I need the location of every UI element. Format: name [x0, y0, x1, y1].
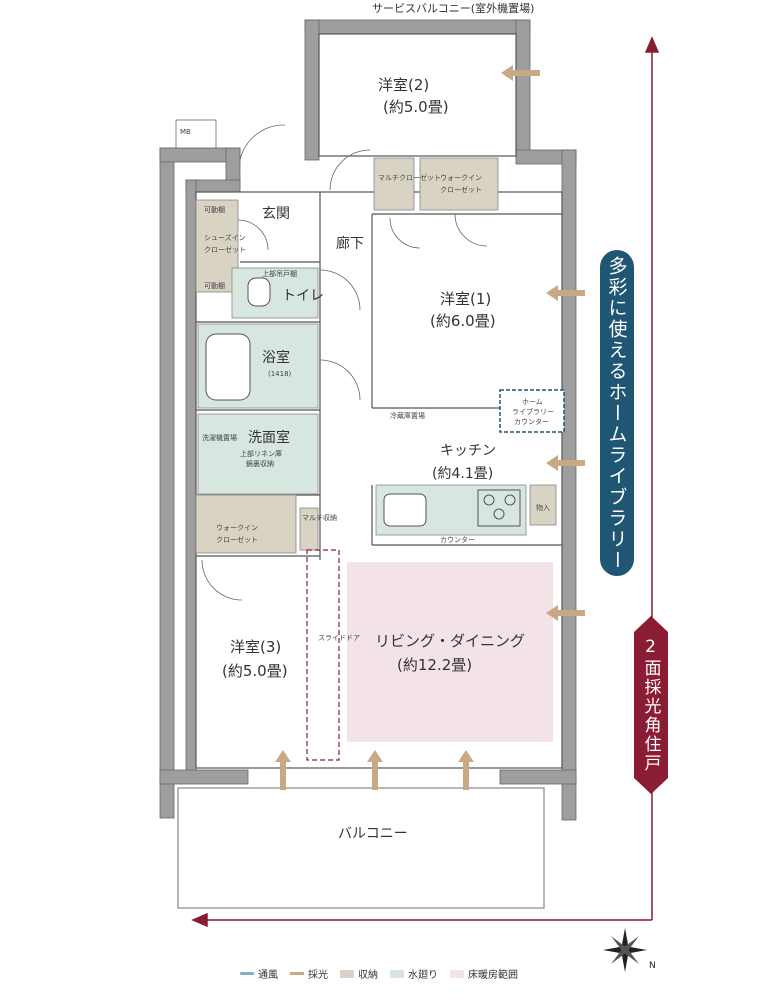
label-mb: MB: [180, 128, 191, 136]
doors: [201, 124, 488, 601]
label-home-library-3: カウンター: [514, 417, 549, 426]
room-western3-size: (約5.0畳): [222, 662, 288, 680]
room-entrance: 玄関: [262, 205, 290, 222]
light-arrows: [275, 65, 585, 790]
home-library-badge: 多彩に使えるホームライブラリー: [600, 250, 634, 576]
room-kitchen-name: キッチン: [440, 443, 496, 459]
room-living-size: (約12.2畳): [397, 656, 472, 674]
slide-door-box: [306, 549, 340, 761]
home-library-badge-text: 多彩に使えるホームライブラリー: [605, 255, 628, 571]
room-toilet: トイレ: [282, 288, 324, 304]
service-balcony-label: サービスバルコニー(室外機置場): [372, 2, 535, 15]
label-slide-door: スライドドア: [318, 634, 360, 642]
legend-water-label: 水廻り: [408, 970, 438, 981]
legend-light-label: 採光: [308, 970, 328, 981]
sink: [383, 493, 427, 527]
legend-floor-heating: 床暖房範囲: [450, 966, 518, 981]
legend-light: 採光: [290, 966, 328, 981]
legend-ventilation: 通風: [240, 966, 278, 981]
room-western1-name: 洋室(1): [440, 290, 491, 308]
label-home-library-1: ホーム: [522, 398, 543, 406]
legend-floor-heating-label: 床暖房範囲: [468, 970, 518, 981]
label-movable-shelf-2: 可動棚: [204, 281, 225, 290]
room-western3-name: 洋室(3): [230, 638, 281, 656]
home-library-box: [499, 389, 565, 433]
room-washroom: 洗面室: [248, 429, 290, 446]
label-home-library-2: ライブラリー: [512, 407, 554, 416]
bathtub: [205, 333, 251, 401]
room-western2-size: (約5.0畳): [383, 98, 449, 116]
label-walkin-2a: ウォークイン: [216, 524, 258, 532]
water-swatch: [390, 969, 404, 978]
corner-unit-badge: 2面採光角住戸: [634, 616, 668, 794]
room-western2-name: 洋室(2): [378, 76, 429, 94]
room-corridor: 廊下: [336, 235, 364, 252]
label-upper-cabinet: 上部吊戸棚: [262, 269, 297, 278]
room-bath: 浴室: [262, 349, 290, 366]
label-fridge: 冷蔵庫置場: [390, 411, 425, 420]
ventilation-icon: [240, 972, 254, 975]
label-multi-storage: マルチ収納: [302, 513, 337, 522]
light-arrow-icon: [290, 972, 304, 975]
label-counter: カウンター: [440, 535, 475, 544]
label-washing: 洗濯機置場: [202, 433, 237, 442]
label-walkin-1a: ウォークイン: [440, 174, 482, 182]
label-linen-2: 鏡裏収納: [246, 459, 274, 468]
label-walkin-1b: クローゼット: [440, 185, 482, 194]
room-balcony: バルコニー: [338, 826, 408, 842]
compass-icon: N: [603, 928, 656, 972]
toilet-fixture: [247, 277, 271, 307]
room-bath-size: (1418): [268, 370, 292, 378]
legend-storage: 収納: [340, 966, 378, 981]
room-kitchen-size: (約4.1畳): [432, 466, 493, 482]
label-storage: 物入: [536, 503, 550, 512]
label-multi-closet: マルチクローゼット: [378, 173, 441, 182]
stove: [477, 489, 521, 527]
label-shoes-1: シューズイン: [204, 233, 246, 242]
legend-water: 水廻り: [390, 966, 438, 981]
label-movable-shelf-1: 可動棚: [204, 205, 225, 214]
label-linen-1: 上部リネン庫: [240, 449, 282, 458]
corner-unit-badge-text: 2面採光角住戸: [640, 637, 661, 773]
legend: 通風 採光 収納 水廻り 床暖房範囲: [240, 966, 530, 981]
storage-swatch: [340, 969, 354, 978]
label-shoes-2: クローゼット: [204, 245, 246, 254]
legend-storage-label: 収納: [358, 970, 378, 981]
room-living-name: リビング・ダイニング: [375, 632, 525, 650]
legend-ventilation-label: 通風: [258, 970, 278, 981]
floor-heating-swatch: [450, 969, 464, 978]
label-walkin-2b: クローゼット: [216, 535, 258, 544]
colored-areas: [195, 157, 557, 742]
room-western1-size: (約6.0畳): [430, 312, 496, 330]
svg-text:N: N: [649, 961, 656, 971]
